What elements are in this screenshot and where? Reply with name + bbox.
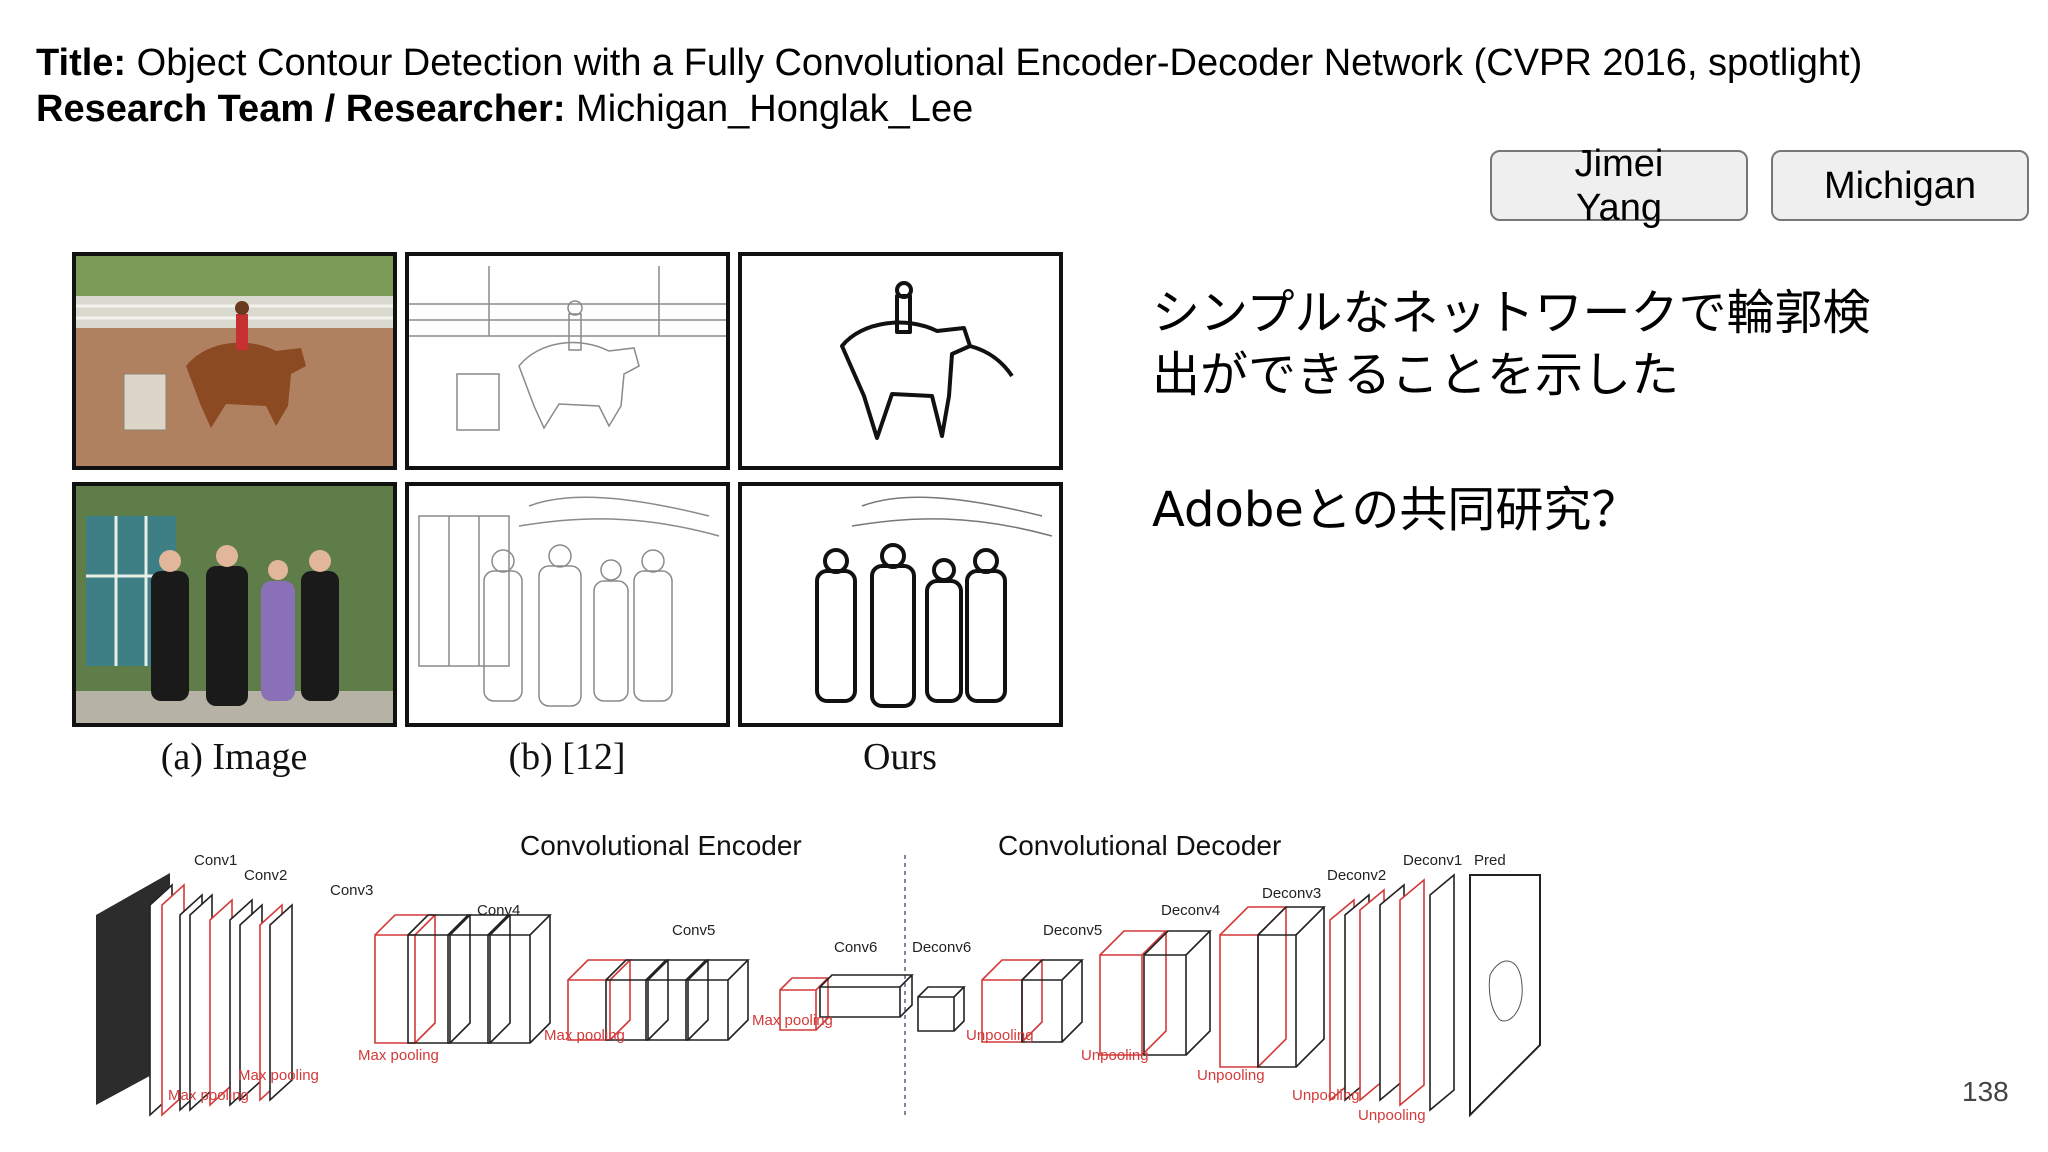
encoder-block [685,959,750,1041]
decoder-layer-label: Deconv2 [1327,867,1386,884]
baseline-contour-horse [405,252,730,470]
deconv-feature-slab [1399,878,1425,1107]
team-line: Research Team / Researcher: Michigan_Hon… [36,86,1862,132]
conv-feature-slab [189,893,213,1112]
tag-button-michigan[interactable]: Michigan [1771,150,2029,221]
decoder-layer-label: Deconv4 [1161,902,1220,919]
wedding-photo-image [76,486,393,723]
decoder-block [1219,906,1288,1068]
encoder-layer-label: Conv5 [672,922,715,939]
encoder-decoder-architecture: Convolutional Encoder Convolutional Deco… [96,830,1541,1124]
encoder-layer-label: Conv6 [834,939,877,956]
max-pooling-label: Max pooling [168,1087,249,1104]
prediction-contour [1488,960,1523,1022]
unpooling-label: Unpooling [966,1027,1034,1044]
baseline-horse-image [409,266,726,431]
summary-note: シンプルなネットワークで輪郭検 出ができることを示した [1152,285,1871,403]
max-pooling-label: Max pooling [752,1012,833,1029]
decoder-layer-label: Deconv3 [1262,885,1321,902]
unpooling-label: Unpooling [1197,1067,1265,1084]
decoder-block [1257,906,1326,1068]
unpooling-label: Unpooling [1292,1087,1360,1104]
decoder-layer-label: Deconv6 [912,939,971,956]
tag-button-jimei-yang[interactable]: Jimei Yang [1490,143,1748,229]
horse-photo [72,252,397,470]
decoder-block [1021,959,1084,1043]
conv-feature-slab [269,903,293,1102]
ours-contour-horse [738,252,1063,470]
decoder-layer-label: Pred [1474,852,1506,869]
ours-contour-wedding [738,482,1063,727]
decoder-title: Convolutional Decoder [998,830,1281,861]
encoder-block [487,914,552,1044]
encoder-layer-label: Conv4 [477,902,520,919]
ours-horse-image [840,281,1014,440]
max-pooling-label: Max pooling [544,1027,625,1044]
title-line: Title: Object Contour Detection with a F… [36,40,1862,86]
baseline-wedding-image [418,496,720,707]
encoder-title: Convolutional Encoder [520,830,802,861]
encoder-layer-label: Conv3 [330,882,373,899]
max-pooling-label: Max pooling [238,1067,319,1084]
team-name: Michigan_Honglak_Lee [576,88,974,130]
decoder-block [1099,930,1168,1056]
deconv-feature-slab [1429,873,1455,1112]
horse-photo-image [76,256,393,466]
caption-baseline: (b) [12] [508,736,626,778]
encoder-block [819,974,914,1018]
team-label: Research Team / Researcher: [36,88,566,130]
encoder-layer-label: Conv2 [244,867,287,884]
title-label: Title: [36,42,127,84]
decoder-layer-label: Deconv5 [1043,922,1102,939]
baseline-contour-wedding [405,482,730,727]
caption-ours: Ours [863,736,937,778]
unpooling-label: Unpooling [1081,1047,1149,1064]
unpooling-label: Unpooling [1358,1107,1426,1124]
decoder-block [1143,930,1212,1056]
wedding-photo [72,482,397,727]
ours-wedding-image [815,496,1053,708]
caption-image: (a) Image [160,736,308,778]
decoder-layer-label: Deconv1 [1403,852,1462,869]
paper-title: Object Contour Detection with a Fully Co… [136,42,1863,84]
encoder-layer-label: Conv1 [194,852,237,869]
conv-feature-slab [209,898,233,1107]
max-pooling-label: Max pooling [358,1047,439,1064]
decoder-block [917,986,966,1032]
slide-header: Title: Object Contour Detection with a F… [36,40,1862,132]
collaboration-note: Adobeとの共同研究？ [1152,482,1640,538]
prediction-output [1469,874,1541,1118]
page-number: 138 [1962,1076,2009,1107]
